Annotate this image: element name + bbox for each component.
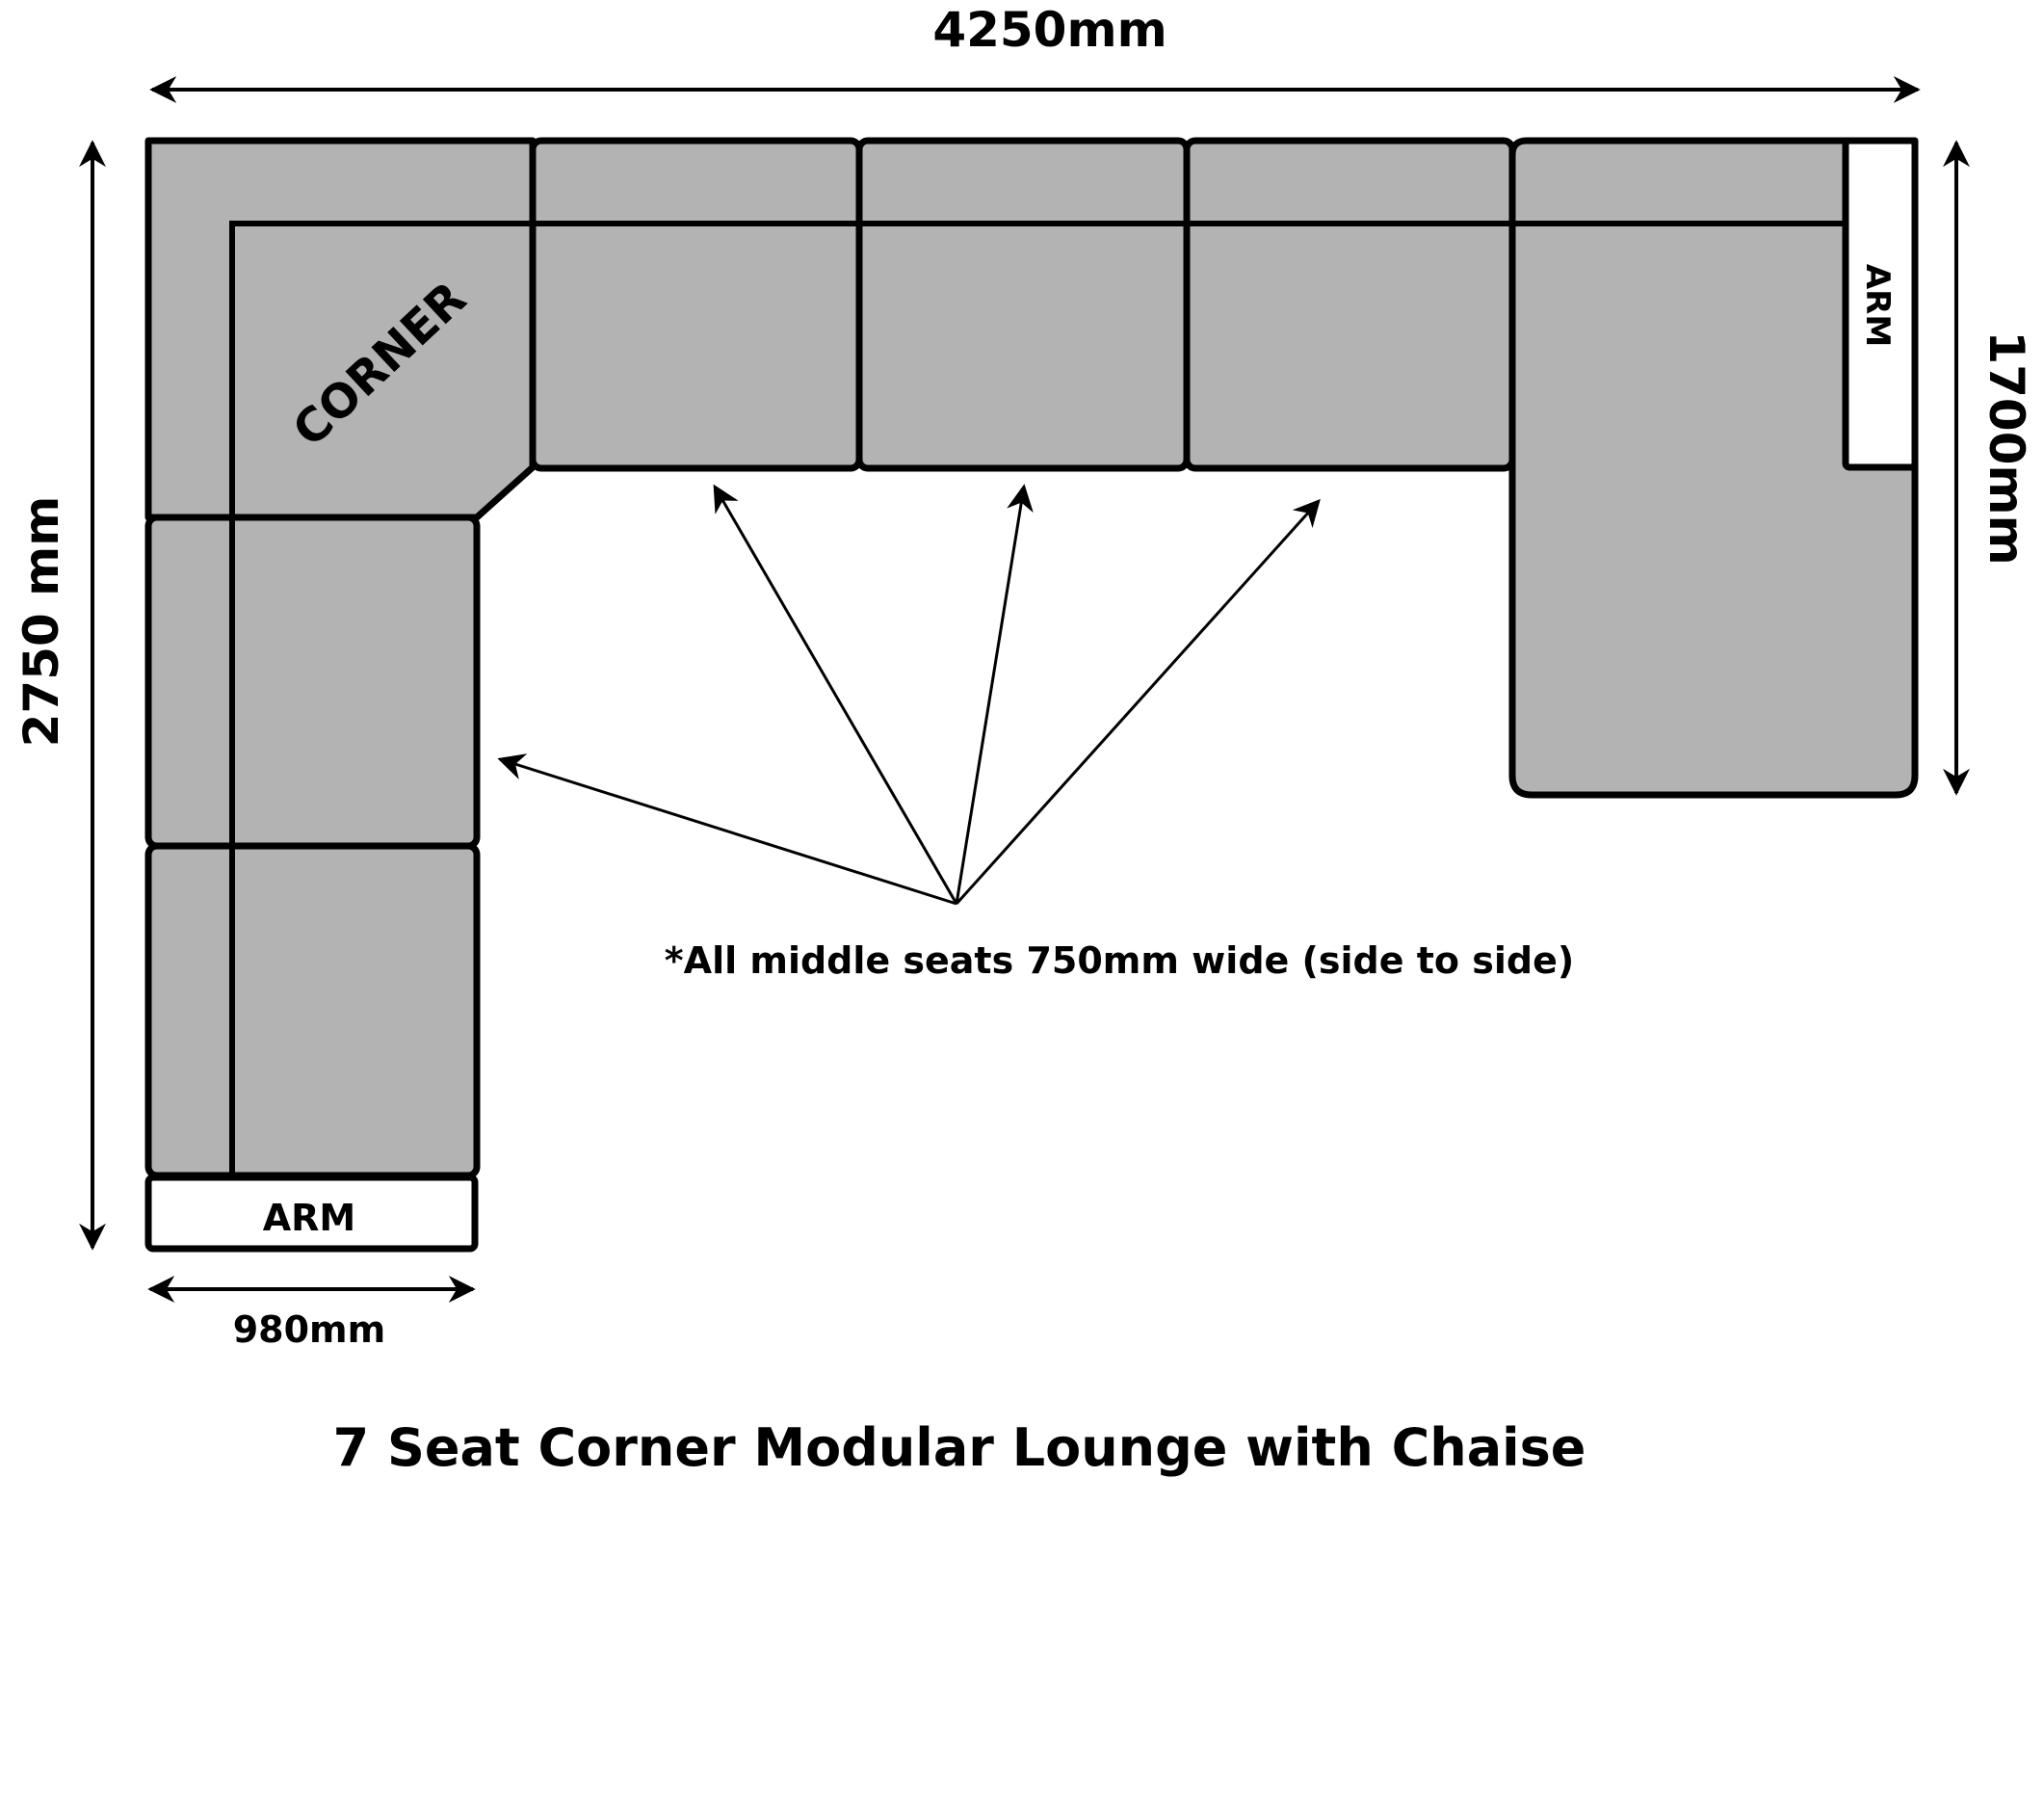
middle-seat-1 (529, 137, 863, 472)
module-width-label: 980mm (233, 1308, 386, 1351)
middle-seat-3 (1183, 137, 1516, 472)
right-arm (1842, 137, 1919, 471)
pointer-arrow-seat-1 (713, 484, 958, 905)
pointer-arrow-seat-2 (955, 484, 1034, 905)
middle-seat-note: *All middle seats 750mm wide (side to si… (665, 939, 1574, 982)
pointer-arrow-seat-3 (955, 498, 1321, 906)
side-seat-2 (144, 842, 481, 1179)
chaise-module (1508, 137, 1919, 799)
side-seat-1 (144, 514, 481, 850)
left-arm (144, 1174, 479, 1253)
middle-seat-pointers (497, 484, 1321, 906)
diagram-title: 7 Seat Corner Modular Lounge with Chaise (333, 1417, 1586, 1478)
width-dimension-label: 4250mm (932, 2, 1166, 58)
corner-module (144, 137, 537, 521)
right-arm-label: ARM (1858, 264, 1897, 347)
pointer-arrow-side-seat (497, 753, 957, 906)
left-arm-label: ARM (263, 1197, 355, 1239)
sofa-modules (144, 137, 1919, 1253)
chaise-dimension-label: 1700mm (1978, 330, 2034, 565)
middle-seat-2 (855, 137, 1191, 472)
backrest-line (229, 221, 1845, 1175)
dimension-arrows (79, 76, 1970, 1303)
depth-dimension-label: 2750 mm (13, 496, 69, 748)
